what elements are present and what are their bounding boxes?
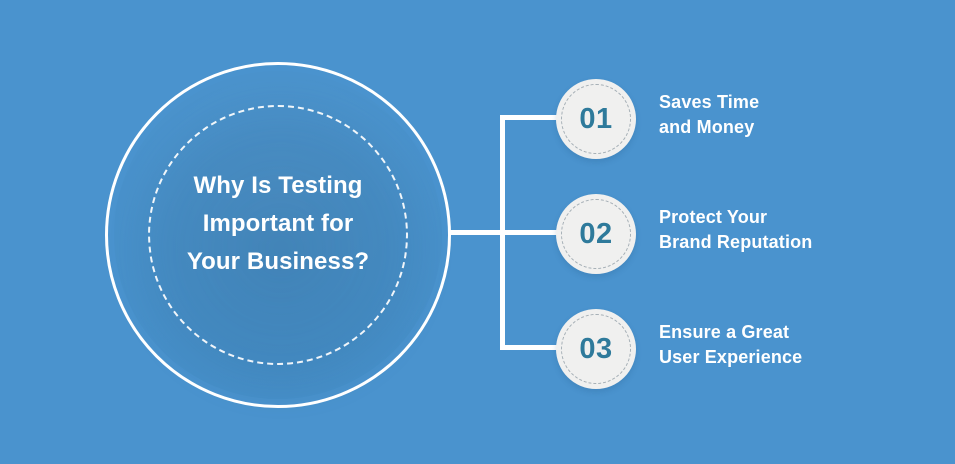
list-item-label-line-1: Saves Time bbox=[659, 92, 760, 112]
hero-title-line-2: Important for bbox=[202, 210, 354, 237]
list-item-label-line-1: Protect Your bbox=[659, 207, 768, 227]
number-badge: 03 bbox=[556, 309, 636, 389]
hero-title-line-1: Why Is Testing bbox=[193, 172, 363, 199]
hero-title-line-3: Your Business? bbox=[186, 248, 370, 275]
list-item-label-line-2: and Money bbox=[659, 117, 755, 137]
number-badge: 02 bbox=[556, 194, 636, 274]
number-badge-label: 01 bbox=[579, 103, 613, 135]
list-item-label-line-2: Brand Reputation bbox=[659, 232, 813, 252]
list-item[interactable]: 02 Protect Your Brand Reputation bbox=[556, 194, 946, 274]
page-title: Why Is Testing Important for Your Busine… bbox=[138, 167, 418, 281]
number-badge-label: 02 bbox=[579, 218, 613, 250]
dashed-ring-icon bbox=[561, 84, 631, 154]
list-item-label: Ensure a Great User Experience bbox=[659, 320, 944, 370]
hero-circle: Why Is Testing Important for Your Busine… bbox=[100, 57, 456, 413]
list-item-label-line-2: User Experience bbox=[659, 347, 803, 367]
number-badge: 01 bbox=[556, 79, 636, 159]
list-item-label-line-1: Ensure a Great bbox=[659, 322, 790, 342]
hero-circle-ring bbox=[105, 62, 451, 408]
dashed-ring-icon bbox=[561, 314, 631, 384]
list-item[interactable]: 03 Ensure a Great User Experience bbox=[556, 309, 946, 389]
hero-dashed-circle-icon bbox=[148, 105, 408, 365]
number-badge-label: 03 bbox=[579, 333, 613, 365]
dashed-ring-icon bbox=[561, 199, 631, 269]
list-item[interactable]: 01 Saves Time and Money bbox=[556, 79, 946, 159]
list-item-label: Protect Your Brand Reputation bbox=[659, 205, 944, 255]
list-item-label: Saves Time and Money bbox=[659, 90, 944, 140]
